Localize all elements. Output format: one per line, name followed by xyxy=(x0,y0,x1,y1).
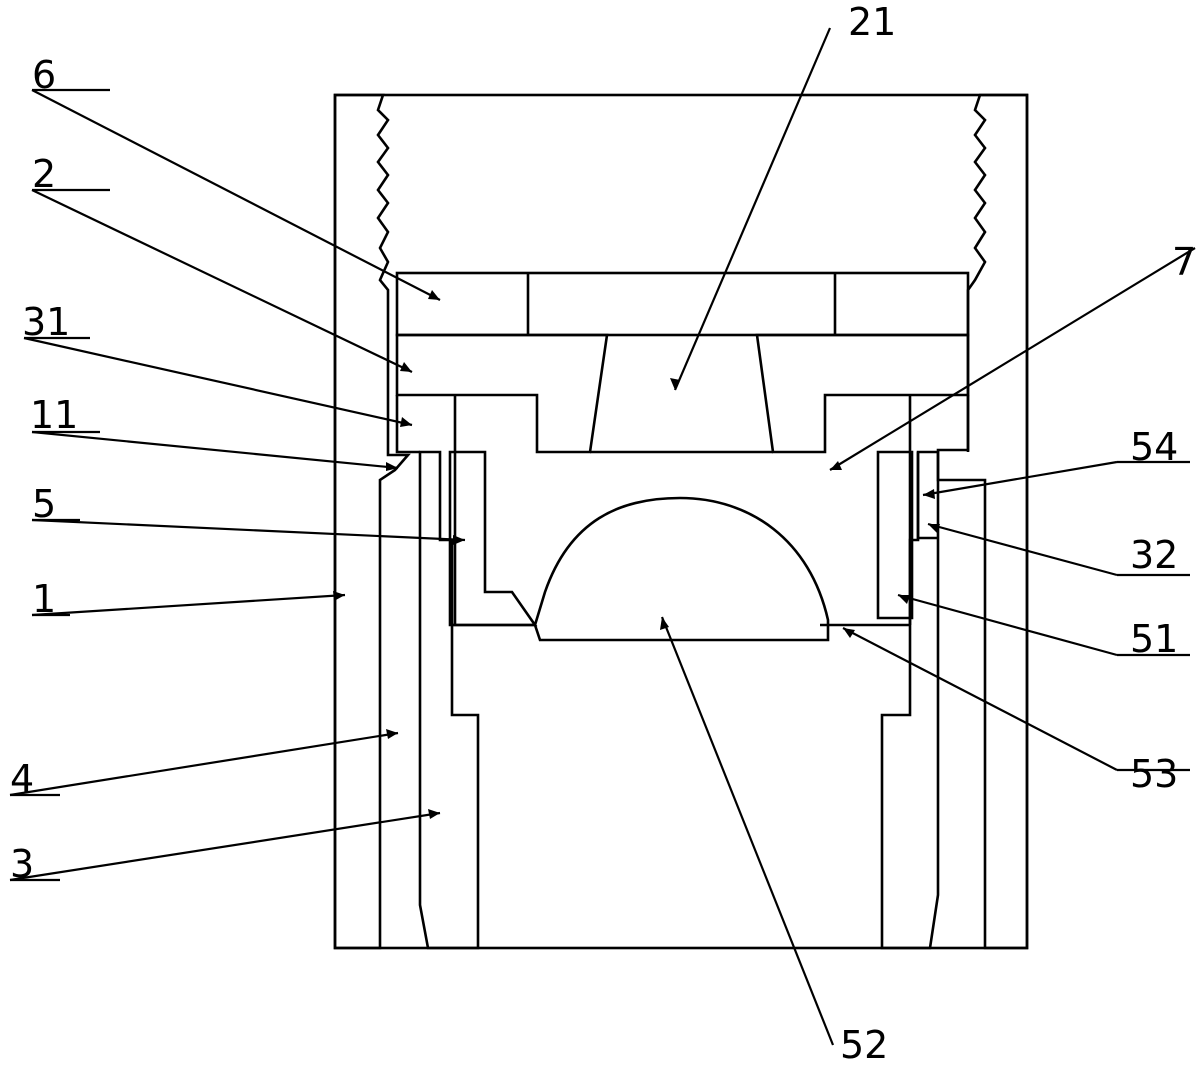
label-52: 52 xyxy=(840,1023,888,1067)
label-31: 31 xyxy=(22,300,70,344)
housing-left-wall xyxy=(333,93,411,950)
label-51: 51 xyxy=(1130,617,1178,661)
label-1: 1 xyxy=(32,577,56,621)
valve-dome xyxy=(533,496,830,642)
cover-right xyxy=(755,333,970,454)
seat-left xyxy=(448,450,538,627)
label-21: 21 xyxy=(848,0,896,44)
label-5: 5 xyxy=(32,482,56,526)
housing-right-wall xyxy=(936,93,1029,950)
label-54: 54 xyxy=(1130,425,1178,469)
label-2: 2 xyxy=(32,152,56,196)
label-32: 32 xyxy=(1130,533,1178,577)
housing-outline xyxy=(333,93,1029,950)
label-4: 4 xyxy=(10,757,34,801)
label-6: 6 xyxy=(32,53,56,97)
seat-right xyxy=(876,450,914,620)
label-53: 53 xyxy=(1130,752,1178,796)
leader-lines xyxy=(9,27,1196,1046)
filter-plate xyxy=(395,271,970,337)
sleeve-left xyxy=(418,450,480,950)
label-7: 7 xyxy=(1172,240,1196,284)
label-11: 11 xyxy=(30,393,78,437)
label-3: 3 xyxy=(10,842,34,886)
cover-left xyxy=(395,333,609,454)
